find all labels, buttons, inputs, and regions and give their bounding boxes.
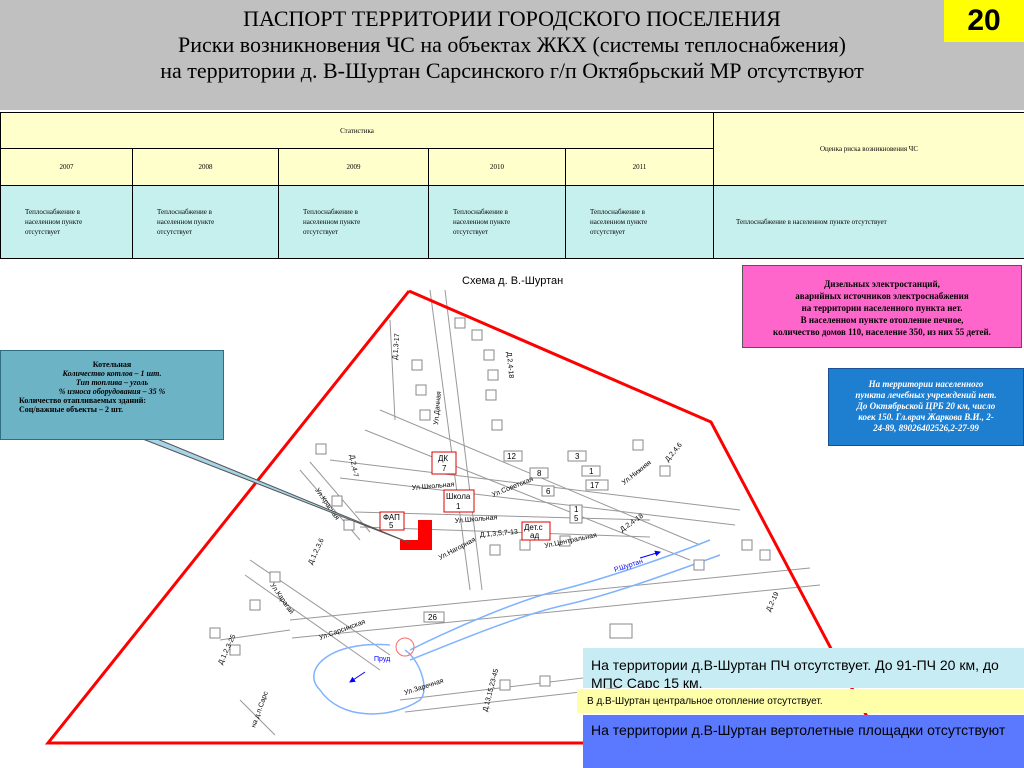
svg-text:1: 1	[574, 505, 579, 514]
year-2010: 2010	[428, 148, 566, 186]
helipad-info: На территории д.В-Шуртан вертолетные пло…	[583, 715, 1024, 768]
year-2009: 2009	[278, 148, 429, 186]
street-shkolnaya-2: Ул.Школьная	[455, 514, 498, 525]
house-range-1: Д.1,3-17	[392, 333, 401, 360]
house-range-3: Д.2,4-7	[348, 454, 359, 478]
house-range-7: Д.1,2,3,6	[307, 537, 325, 566]
title-line-1: ПАСПОРТ ТЕРРИТОРИИ ГОРОДСКОГО ПОСЕЛЕНИЯ	[243, 6, 781, 31]
header-band: ПАСПОРТ ТЕРРИТОРИИ ГОРОДСКОГО ПОСЕЛЕНИЯ …	[0, 0, 1024, 110]
village-map: ДК 7 Школа 1 ФАП 5 Дет.с ад 12 3 8 1 17 …	[44, 275, 884, 745]
building-school: Школа	[446, 492, 471, 501]
building-dk: ДК	[438, 454, 448, 463]
svg-text:3: 3	[575, 452, 580, 461]
svg-text:26: 26	[428, 613, 437, 622]
house-range-6: Д.2,4-18	[619, 513, 645, 534]
street-dachnaya: Ул.Дачная	[433, 391, 443, 425]
svg-text:1: 1	[589, 467, 594, 476]
diesel-power-info: Дизельных электростанций, аварийных исто…	[742, 265, 1022, 348]
street-nizhnyaya: Ул.Нижняя	[621, 459, 653, 486]
house-range-4: Д.2,4,6	[664, 442, 684, 464]
street-karagay: Ул.Карагай	[268, 582, 295, 616]
street-shkolnaya-1: Ул.Школьная	[412, 481, 455, 492]
svg-text:7: 7	[442, 464, 447, 473]
risk-assessment-header: Оценка риска возникновения ЧС	[713, 112, 1024, 186]
svg-text:6: 6	[546, 487, 551, 496]
svg-text:17: 17	[590, 481, 599, 490]
medical-info: На территории населенного пункта лечебны…	[828, 368, 1024, 446]
street-nagornaya: Ул.Нагорная	[438, 536, 477, 561]
house-range-5: Д.1,3,5,7-13	[480, 529, 519, 539]
page-title: ПАСПОРТ ТЕРРИТОРИИ ГОРОДСКОГО ПОСЕЛЕНИЯ …	[0, 6, 1024, 84]
statistics-header: Статистика	[0, 112, 715, 149]
boiler-house-info: Котельная Количество котлов – 1 шт. Тип …	[0, 350, 224, 440]
building-kindergarten: Дет.с	[524, 523, 543, 532]
pond-label: Пруд	[374, 656, 390, 663]
svg-text:5: 5	[574, 514, 579, 523]
road-to-sars: на д.п.Сарс	[250, 690, 270, 728]
title-line-2: Риски возникновения ЧС на объектах ЖКХ (…	[178, 32, 846, 57]
svg-text:1: 1	[456, 502, 461, 511]
svg-text:5: 5	[389, 521, 394, 530]
house-range-9: Д.2-19	[765, 591, 780, 613]
central-heating-info: В д.В-Шуртан центральное отопление отсут…	[577, 689, 1024, 713]
svg-text:8: 8	[537, 469, 542, 478]
year-2007: 2007	[0, 148, 133, 186]
fire-station-info: На территории д.В-Шуртан ПЧ отсутствует.…	[583, 648, 1024, 688]
boiler-house-marker	[400, 520, 432, 550]
year-2008: 2008	[132, 148, 279, 186]
statistics-table: Статистика Оценка риска возникновения ЧС…	[0, 112, 1024, 259]
svg-text:ад: ад	[530, 531, 539, 540]
svg-text:12: 12	[507, 452, 516, 461]
year-2011: 2011	[564, 148, 715, 186]
risk-assessment-cell: Теплоснабжение в населенном пункте отсут…	[713, 185, 1024, 259]
boiler-callout-pointer	[134, 435, 411, 544]
street-sarsinskaya: Ул.Сарсинская	[318, 619, 366, 642]
slide-number-badge: 20	[944, 0, 1024, 42]
title-line-3: на территории д. В-Шуртан Сарсинского г/…	[160, 58, 864, 83]
river-label: Р.Шуртан	[613, 558, 644, 574]
house-range-2: Д.2,4-18	[505, 352, 514, 379]
building-fap: ФАП	[383, 513, 400, 522]
map-title: Схема д. В.-Шуртан	[462, 275, 563, 287]
